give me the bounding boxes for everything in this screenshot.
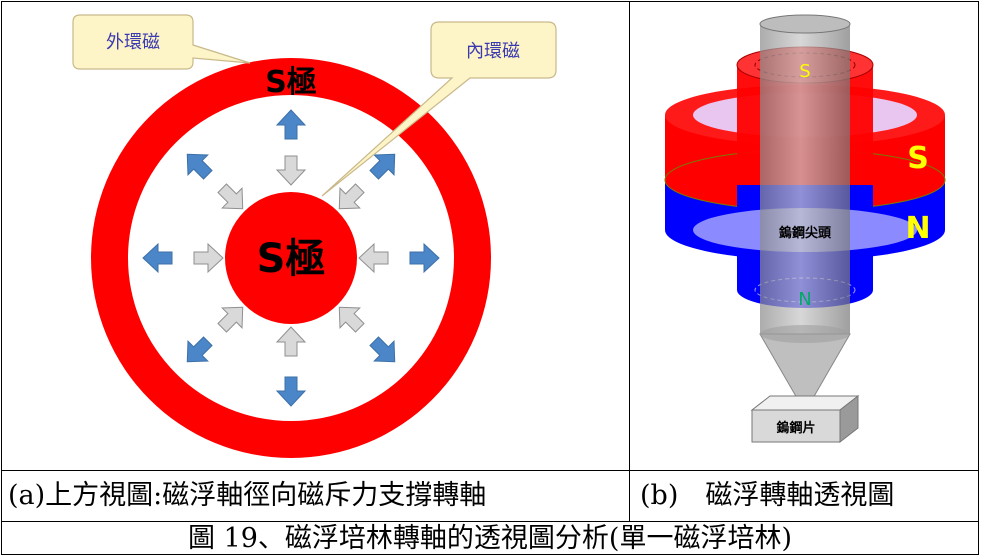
svg-text:鎢鋼片: 鎢鋼片 [776, 420, 815, 436]
callout-outer-ring: 外環磁 [72, 14, 251, 70]
inner-bottom-pole-label: N [798, 289, 811, 310]
column-divider [629, 1, 630, 521]
shaft [759, 14, 851, 414]
svg-text:外環磁: 外環磁 [106, 32, 160, 53]
caption-a: (a)上方視圖:磁浮軸徑向磁斥力支撐轉軸 [8, 480, 487, 511]
row-divider-1 [1, 470, 979, 471]
perspective-diagram: 鎢鋼片 S S N N 鎢鋼尖頭 [664, 14, 946, 444]
tungsten-plate: 鎢鋼片 [750, 394, 860, 444]
svg-text:內環磁: 內環磁 [466, 41, 520, 62]
caption-b: (b) 磁浮轉軸透視圖 [640, 480, 895, 511]
outer-s-pole-label: S [907, 141, 929, 176]
top-view-diagram: S極 S極 外環磁 內環磁 [72, 14, 557, 458]
row-divider-2 [1, 521, 979, 522]
inner-pole-label: S極 [257, 236, 326, 282]
tip-label: 鎢鋼尖頭 [779, 225, 832, 241]
outer-pole-label: S極 [265, 65, 317, 100]
outer-n-pole-label: N [905, 211, 930, 246]
inner-top-pole-label: S [799, 61, 810, 82]
figure-caption: 圖 19、磁浮培林轉軸的透視圖分析(單一磁浮培林) [187, 523, 792, 554]
callout-inner-ring: 內環磁 [321, 21, 557, 197]
inner-magnet [225, 192, 357, 324]
